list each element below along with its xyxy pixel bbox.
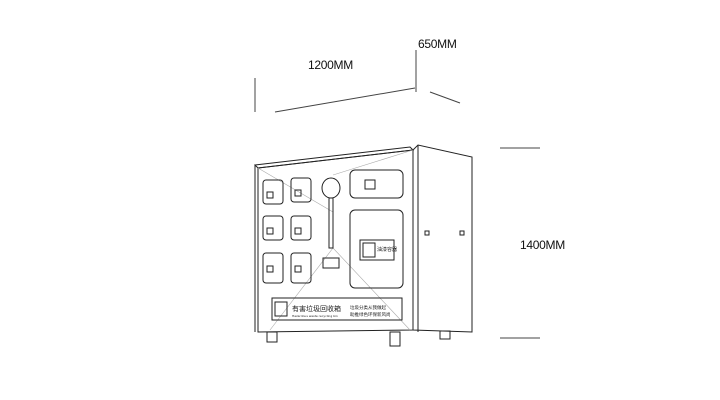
panel-subtitle: Hazardous waste recycling bin	[292, 314, 338, 318]
depth-dimension: 650MM	[418, 37, 457, 51]
slogan-line-1: 垃圾分类从我做起	[350, 304, 386, 311]
door[interactable]	[262, 252, 284, 284]
small-doors	[262, 177, 312, 284]
liquid-container-door[interactable]	[349, 209, 404, 289]
liquid-label: 油漆容器	[377, 246, 397, 253]
door[interactable]	[262, 179, 284, 205]
door[interactable]	[290, 252, 312, 284]
dimension-lines	[254, 50, 540, 339]
door[interactable]	[290, 177, 312, 203]
info-panel	[271, 297, 403, 321]
height-dimension: 1400MM	[520, 238, 565, 252]
lamp-icon	[321, 177, 341, 249]
side-latch	[424, 230, 430, 236]
door[interactable]	[290, 215, 312, 241]
cabinet-body	[253, 144, 473, 347]
small-label-box	[322, 257, 340, 269]
panel-title: 有害垃圾回收箱	[292, 304, 341, 313]
slogan-line-2: 助推绿色环保新风尚	[350, 311, 391, 318]
width-dimension: 1200MM	[308, 58, 353, 72]
top-right-door[interactable]	[349, 169, 404, 199]
side-latch	[459, 230, 465, 236]
door[interactable]	[262, 215, 284, 241]
